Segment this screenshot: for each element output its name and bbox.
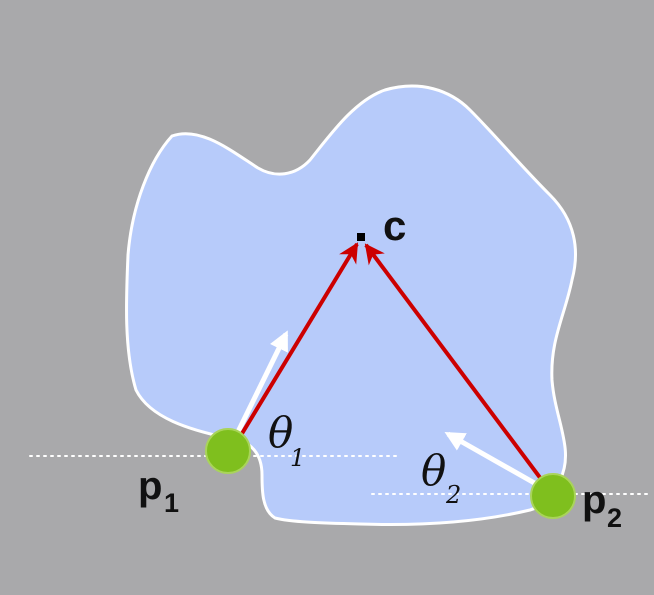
point-p2 [530, 473, 576, 519]
theta2-label: θ [421, 446, 446, 495]
normal-arrow-p1 [230, 330, 289, 444]
blob-shape [125, 84, 578, 526]
point-p1 [205, 428, 251, 474]
theta2-subscript: 2 [445, 481, 461, 509]
p2-subscript: 2 [607, 503, 622, 533]
vector-p2-to-c [364, 243, 555, 497]
p1-label: p [138, 464, 162, 508]
p2-label: p [582, 478, 606, 522]
theta1-subscript: 1 [290, 444, 305, 472]
p1-subscript: 1 [164, 488, 179, 518]
centroid-label: c [383, 202, 406, 249]
centroid-marker [357, 233, 365, 241]
theta1-label: θ [268, 408, 293, 457]
vector-p1-to-c [230, 242, 359, 452]
